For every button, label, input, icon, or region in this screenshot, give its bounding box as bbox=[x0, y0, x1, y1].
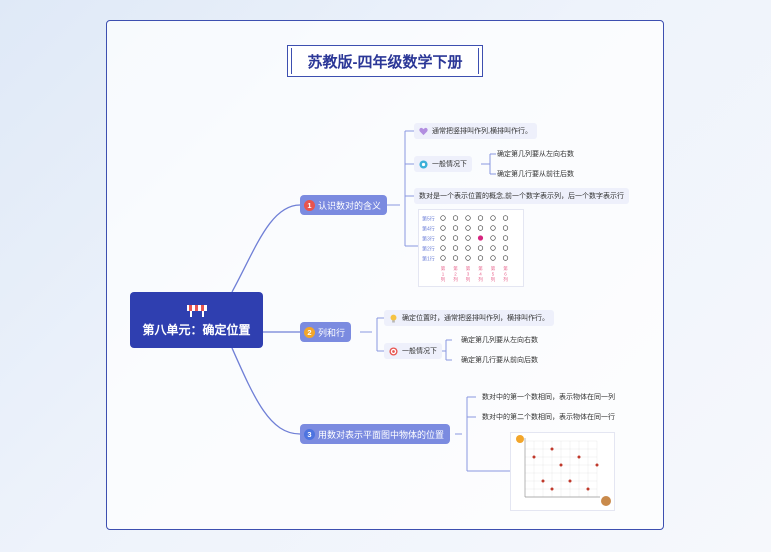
heart-icon bbox=[419, 127, 428, 135]
branch-1-leaf-column-rule: 确定第几列要从左向右数 bbox=[497, 151, 574, 158]
grid-highlight-point bbox=[477, 235, 484, 241]
root-label: 第八单元：确定位置 bbox=[142, 322, 251, 337]
grid-row-label: 第1行 bbox=[422, 256, 435, 263]
plane-point bbox=[577, 455, 581, 459]
branch-2-leaf-row-rule: 确定第几行要从前向后数 bbox=[461, 357, 538, 364]
grid-point bbox=[452, 255, 459, 261]
plane-point bbox=[559, 463, 563, 467]
branch-1-leaf-definition[interactable]: 通常把竖排叫作列,横排叫作行。 bbox=[414, 123, 537, 139]
branch-2-label: 列和行 bbox=[318, 327, 346, 338]
branch-3-label: 用数对表示平面图中物体的位置 bbox=[318, 429, 445, 440]
branch-3-number: 3 bbox=[304, 428, 315, 440]
grid-point bbox=[452, 225, 459, 231]
grid-point bbox=[440, 225, 446, 231]
grid-point bbox=[465, 225, 471, 231]
grid-point bbox=[477, 245, 484, 251]
branch-2-leaf-column-rule: 确定第几列要从左向右数 bbox=[461, 337, 538, 344]
grid-point bbox=[477, 255, 484, 261]
grid-row-label: 第2行 bbox=[422, 246, 435, 253]
grid-point bbox=[490, 245, 496, 251]
branch-3[interactable]: 3 用数对表示平面图中物体的位置 bbox=[300, 424, 451, 444]
mascot-icon bbox=[601, 496, 611, 506]
plane-diagram-svg bbox=[516, 435, 611, 506]
grid-point bbox=[465, 245, 471, 251]
grid-point bbox=[440, 255, 446, 261]
grid-row-label: 第3行 bbox=[422, 236, 435, 243]
plane-point bbox=[550, 487, 554, 491]
branch-3-leaf-same-row: 数对中的第二个数相同，表示物体在同一行 bbox=[482, 414, 615, 421]
grid-row-label: 第4行 bbox=[422, 226, 435, 233]
branch-1-leaf-row-rule: 确定第几行要从前往后数 bbox=[497, 171, 574, 178]
grid-point bbox=[440, 215, 446, 221]
grid-point bbox=[490, 215, 496, 221]
pin-icon bbox=[419, 159, 428, 169]
branch-1-leaf-pair-meaning[interactable]: 数对是一个表示位置的概念,前一个数字表示列，后一个数字表示行 bbox=[414, 188, 629, 204]
roadblock-icon bbox=[186, 304, 207, 317]
grid-point bbox=[477, 215, 484, 221]
branch-3-leaf-same-column: 数对中的第一个数相同，表示物体在同一列 bbox=[482, 394, 615, 401]
grid-point bbox=[490, 225, 496, 231]
grid-point bbox=[502, 245, 509, 251]
grid-point bbox=[477, 225, 484, 231]
branch-1-label: 认识数对的含义 bbox=[318, 200, 382, 211]
plane-point bbox=[595, 463, 599, 467]
plane-point bbox=[532, 455, 536, 459]
plane-point bbox=[541, 479, 545, 483]
grid-point bbox=[490, 255, 496, 261]
branch-2-number: 2 bbox=[304, 326, 315, 338]
lightbulb-icon bbox=[390, 314, 397, 323]
mascot-icon bbox=[516, 435, 524, 443]
branch-1[interactable]: 1 认识数对的含义 bbox=[300, 195, 388, 215]
grid-point bbox=[452, 235, 459, 241]
grid-point bbox=[465, 255, 471, 261]
target-icon bbox=[389, 346, 398, 356]
branch-1-leaf-general[interactable]: 一般情况下 bbox=[414, 156, 472, 172]
root-node[interactable]: 第八单元：确定位置 bbox=[130, 292, 263, 348]
grid-point bbox=[465, 235, 471, 241]
branch-2-leaf-general[interactable]: 一般情况下 bbox=[384, 343, 442, 359]
plane-point bbox=[550, 447, 554, 451]
plane-point bbox=[586, 487, 590, 491]
branch-1-number: 1 bbox=[304, 199, 315, 211]
grid-point bbox=[452, 215, 459, 221]
plane-point bbox=[568, 479, 572, 483]
plane-diagram bbox=[510, 432, 615, 511]
grid-point bbox=[502, 255, 509, 261]
branch-2[interactable]: 2 列和行 bbox=[300, 322, 352, 342]
branch-2-leaf-definition[interactable]: 确定位置时，通常把竖排叫作列，横排叫作行。 bbox=[384, 310, 554, 326]
grid-point bbox=[452, 245, 459, 251]
grid-row-label: 第5行 bbox=[422, 216, 435, 223]
grid-point bbox=[440, 235, 446, 241]
mindmap-title: 苏教版-四年级数学下册 bbox=[287, 45, 483, 77]
grid-point bbox=[465, 215, 471, 221]
grid-point bbox=[502, 235, 509, 241]
grid-point bbox=[502, 215, 509, 221]
grid-point bbox=[502, 225, 509, 231]
grid-point bbox=[490, 235, 496, 241]
grid-point bbox=[440, 245, 446, 251]
